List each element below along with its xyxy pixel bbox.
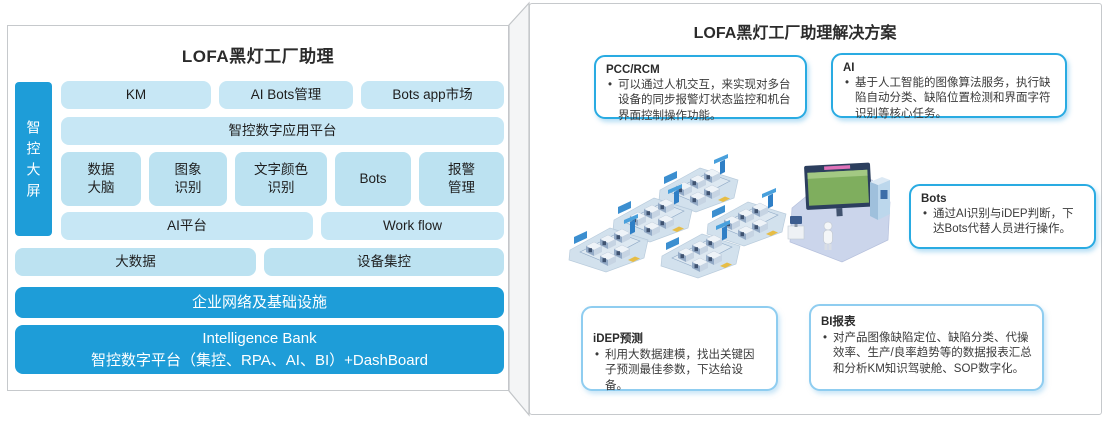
arch-box-km: KM: [61, 81, 211, 109]
factory-floor-illustration: [564, 148, 891, 304]
card-bi-report: BI报表 • 对产品图像缺陷定位、缺陷分类、代操效率、生产/良率趋势等的数据报表…: [809, 304, 1044, 391]
arch-box-device-control: 设备集控: [264, 248, 504, 276]
sidebar-smart-control-screen: 智控大屏: [15, 82, 52, 236]
robot-figure: [823, 221, 833, 250]
arch-box-big-data: 大数据: [15, 248, 256, 276]
card-ai-text: 基于人工智能的图像算法服务，执行缺陷自动分类、缺陷位置检测和界面字符识别等核心任…: [855, 77, 1051, 120]
bullet-icon: •: [608, 79, 613, 91]
server-cabinet: [870, 177, 890, 220]
card-pcc-rcm-body: • 可以通过人机交互，来实现对多台设备的同步报警灯状态监控和机台界面控制操作功能…: [606, 78, 795, 124]
card-pcc-rcm-text: 可以通过人机交互，来实现对多台设备的同步报警灯状态监控和机台界面控制操作功能。: [618, 79, 791, 122]
architecture-panel-title: LOFA黑灯工厂助理: [181, 47, 335, 66]
solution-panel: LOFA黑灯工厂助理解决方案 PCC/RCM • 可以通过人机交互，来实现对多台…: [529, 3, 1102, 415]
card-idep-forecast: iDEP预测 • 利用大数据建模，找出关键因子预测最佳参数，下达给设备。: [581, 306, 778, 394]
card-bi-text: 对产品图像缺陷定位、缺陷分类、代操效率、生产/良率趋势等的数据报表汇总和分析KM…: [833, 332, 1032, 375]
card-idep-title: iDEP预测: [593, 333, 643, 345]
arch-box-digital-app-platform: 智控数字应用平台: [61, 117, 504, 145]
big-display-screen: [804, 162, 873, 217]
arch-box-bots: Bots: [335, 152, 411, 206]
card-pcc-rcm-title: PCC/RCM: [606, 64, 660, 76]
bullet-icon: •: [923, 208, 928, 220]
operator-desk: [787, 216, 805, 240]
arch-box-workflow: Work flow: [321, 212, 504, 240]
control-center-island: [787, 162, 891, 263]
card-bots-title: Bots: [921, 193, 947, 205]
card-bi-body: • 对产品图像缺陷定位、缺陷分类、代操效率、生产/良率趋势等的数据报表汇总和分析…: [821, 331, 1032, 377]
card-ai-body: • 基于人工智能的图像算法服务，执行缺陷自动分类、缺陷位置检测和界面字符识别等核…: [843, 76, 1055, 122]
card-idep-text: 利用大数据建模，找出关键因子预测最佳参数，下达给设备。: [605, 349, 755, 392]
card-ai: AI • 基于人工智能的图像算法服务，执行缺陷自动分类、缺陷位置检测和界面字符识…: [831, 53, 1067, 120]
arch-box-intelligence-bank: Intelligence Bank 智控数字平台（集控、RPA、AI、BI）+D…: [15, 325, 504, 374]
bullet-icon: •: [595, 349, 600, 361]
card-ai-title: AI: [843, 62, 855, 74]
card-pcc-rcm: PCC/RCM • 可以通过人机交互，来实现对多台设备的同步报警灯状态监控和机台…: [594, 55, 807, 122]
panel-3d-spine: [508, 1, 530, 417]
card-bi-title: BI报表: [821, 316, 856, 328]
bullet-icon: •: [823, 332, 828, 344]
arch-box-text-color-recognition: 文字颜色 识别: [235, 152, 327, 206]
bullet-icon: •: [845, 77, 850, 89]
arch-box-data-brain: 数据 大脑: [61, 152, 141, 206]
card-bots: Bots • 通过AI识别与iDEP判断，下达Bots代替人员进行操作。: [909, 184, 1096, 249]
arch-box-bots-app-market: Bots app市场: [361, 81, 504, 109]
card-bots-body: • 通过AI识别与iDEP判断，下达Bots代替人员进行操作。: [921, 207, 1084, 238]
card-idep-body: • 利用大数据建模，找出关键因子预测最佳参数，下达给设备。: [593, 348, 766, 394]
arch-box-alarm-mgmt: 报警 管理: [419, 152, 504, 206]
arch-box-ai-platform: AI平台: [61, 212, 313, 240]
solution-panel-title: LOFA黑灯工厂助理解决方案: [693, 25, 897, 42]
arch-box-ai-bots-mgmt: AI Bots管理: [219, 81, 353, 109]
card-bots-text: 通过AI识别与iDEP判断，下达Bots代替人员进行操作。: [933, 208, 1074, 236]
arch-box-enterprise-network: 企业网络及基础设施: [15, 287, 504, 318]
architecture-panel: LOFA黑灯工厂助理 智控大屏 KM AI Bots管理 Bots app市场 …: [7, 25, 509, 391]
arch-box-image-recognition: 图象 识别: [149, 152, 227, 206]
